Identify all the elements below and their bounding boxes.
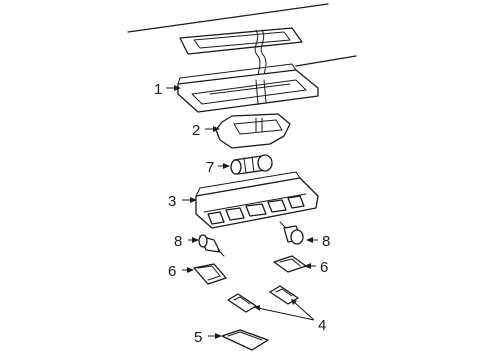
roof-line bbox=[127, 3, 357, 67]
part-8-bulb-left bbox=[198, 234, 225, 257]
callout-8-left: 8 bbox=[174, 233, 182, 250]
part-2-bracket bbox=[215, 113, 291, 149]
callout-4: 4 bbox=[318, 317, 326, 334]
callout-3: 3 bbox=[168, 193, 176, 210]
part-4-lens-right bbox=[269, 285, 299, 305]
part-7-bulb bbox=[230, 154, 273, 175]
part-8-bulb-right bbox=[279, 221, 304, 245]
callout-1: 1 bbox=[154, 81, 162, 98]
part-3-console-housing bbox=[195, 171, 319, 229]
part-5-cover bbox=[221, 329, 269, 351]
part-1-console-bezel bbox=[177, 63, 319, 113]
callout-8-right: 8 bbox=[322, 233, 330, 250]
part-6-lens-right bbox=[273, 255, 307, 273]
callout-5: 5 bbox=[194, 329, 202, 346]
leader-lines bbox=[166, 85, 318, 339]
roof-panel bbox=[179, 27, 303, 85]
callout-7: 7 bbox=[206, 159, 214, 176]
callout-6-right: 6 bbox=[320, 259, 328, 276]
callout-2: 2 bbox=[192, 122, 200, 139]
callout-6-left: 6 bbox=[168, 263, 176, 280]
part-4-lens-left bbox=[227, 293, 257, 313]
part-6-lens-left bbox=[193, 263, 227, 285]
